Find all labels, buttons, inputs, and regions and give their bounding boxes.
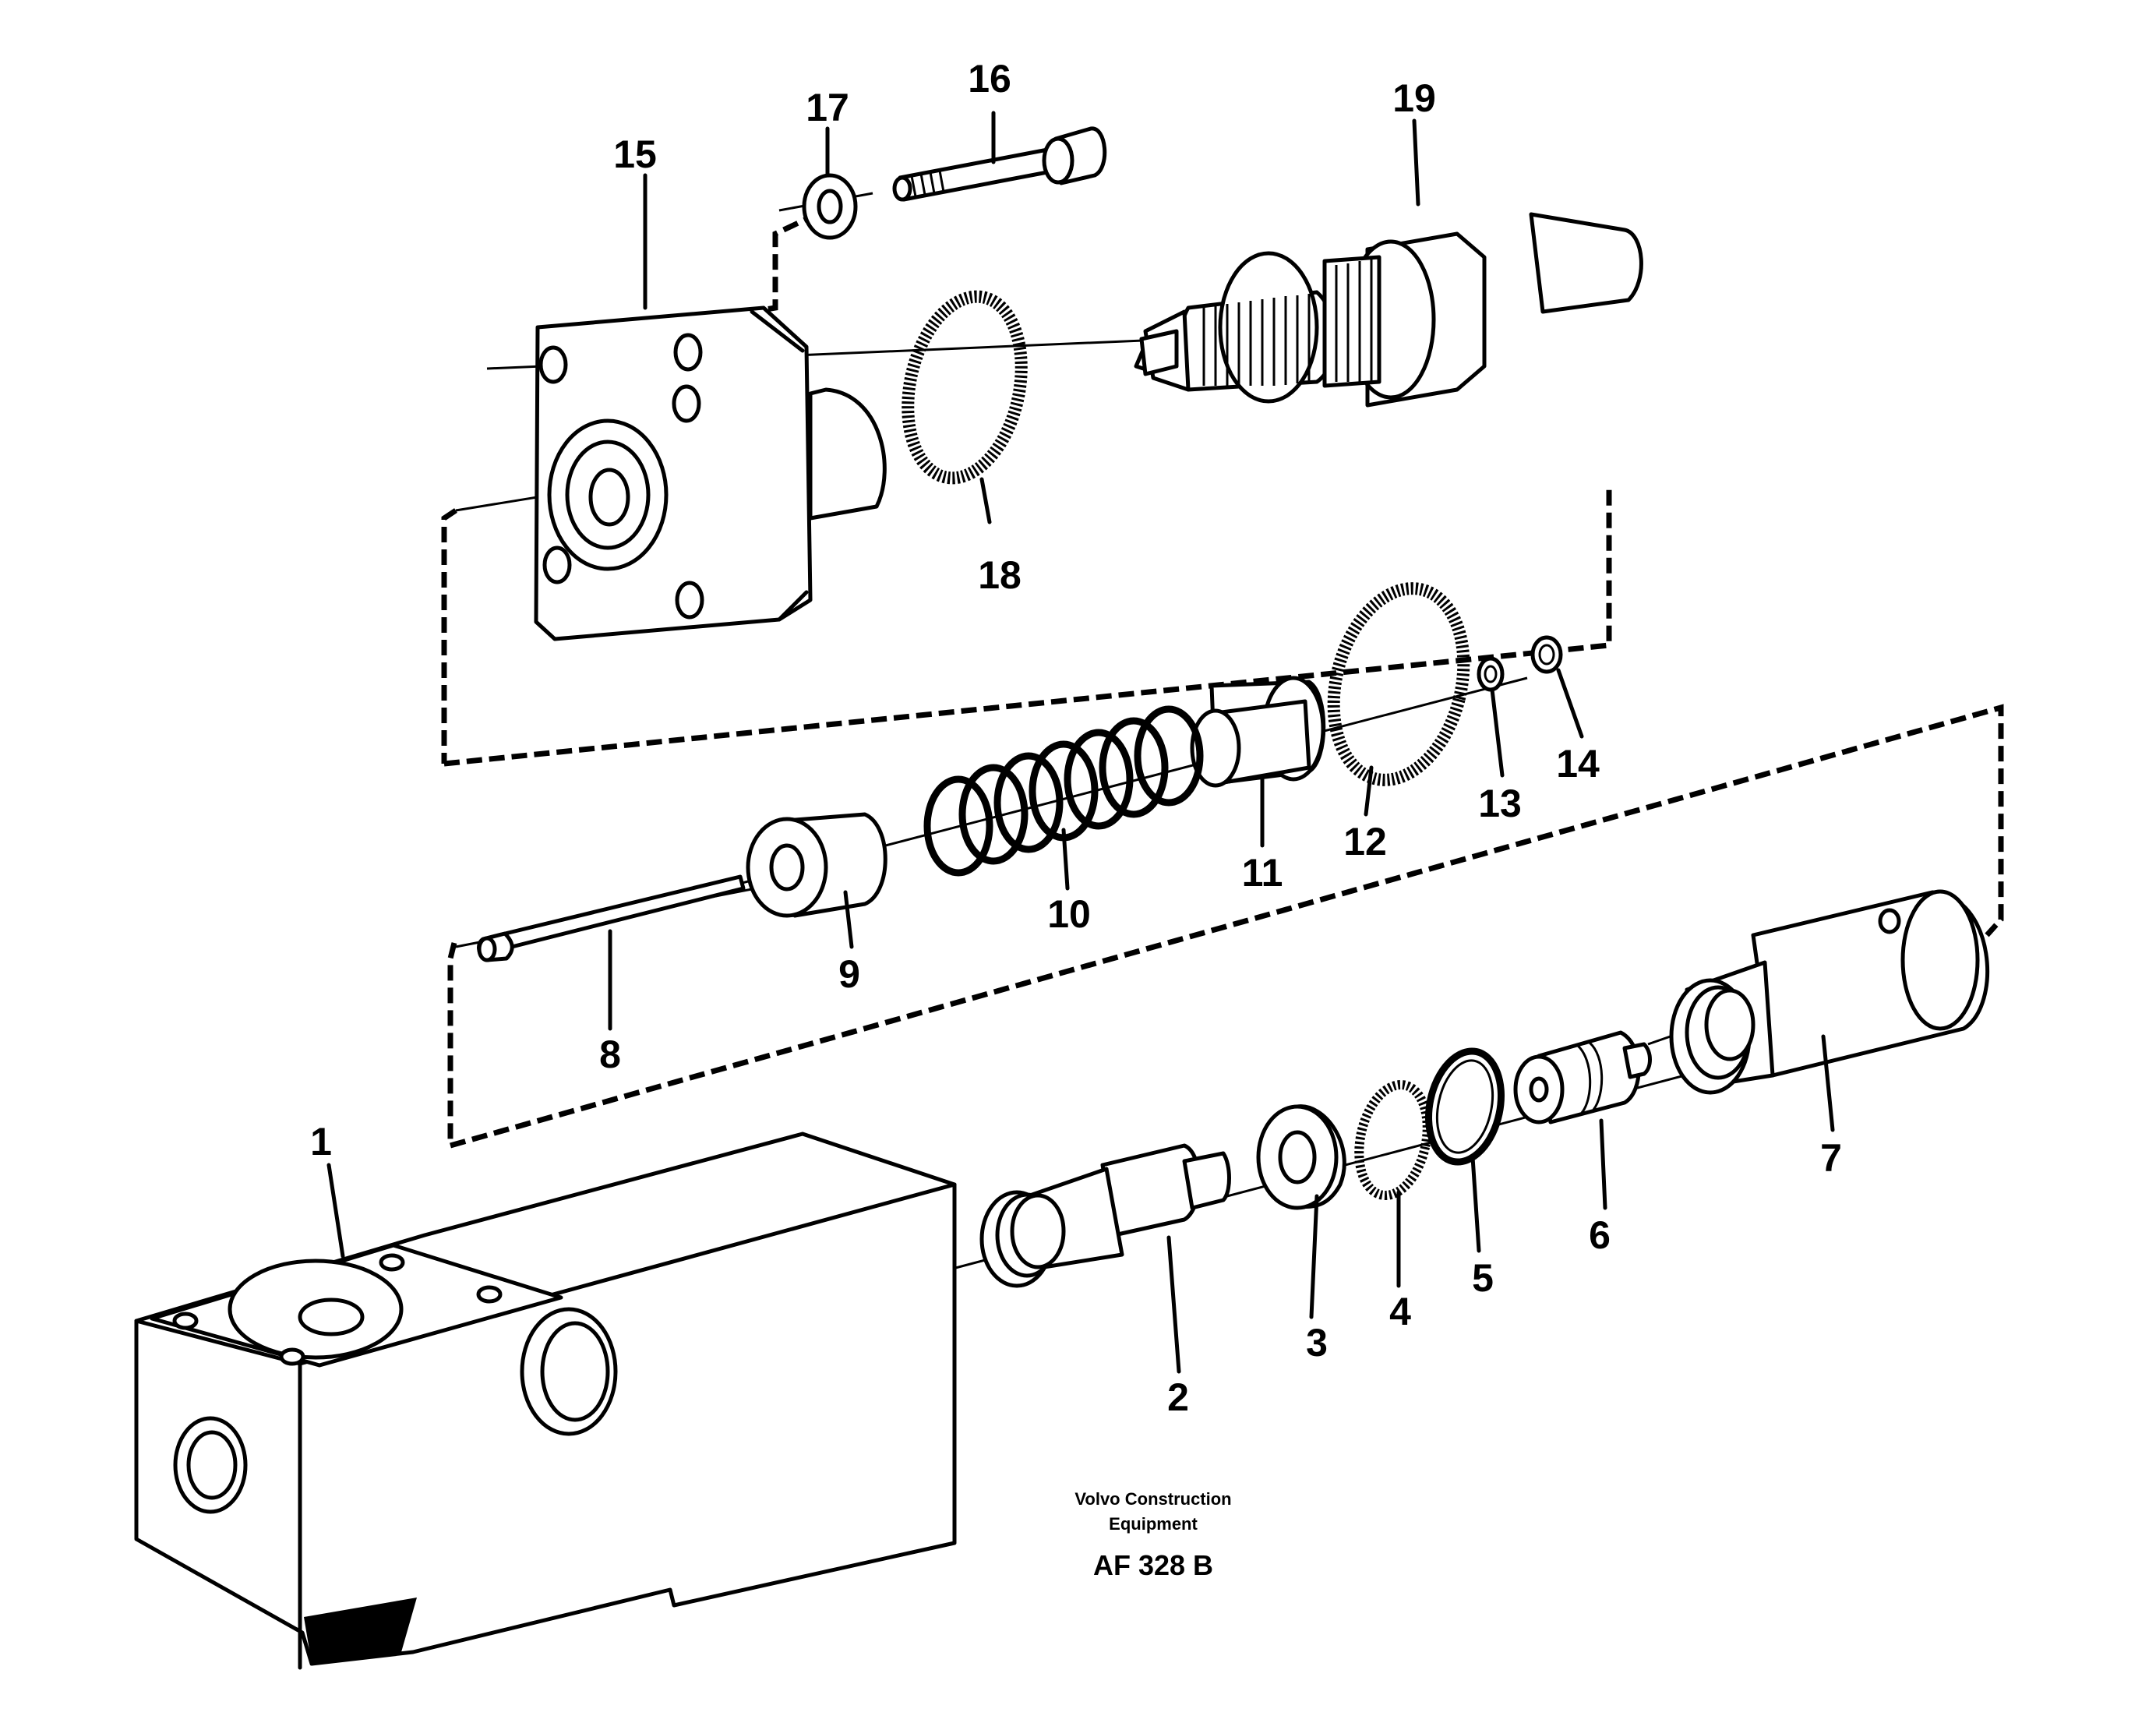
callout-11: 11 xyxy=(1242,851,1283,895)
publisher-line-2: Equipment xyxy=(1109,1514,1198,1534)
leader-frame-top xyxy=(751,210,820,315)
part-8-pin xyxy=(477,874,746,962)
leader-frame-middle xyxy=(447,704,2004,1149)
callout-5: 5 xyxy=(1472,1256,1494,1300)
callout-15: 15 xyxy=(613,132,657,176)
part-10-spring xyxy=(923,705,1204,877)
part-2-plunger xyxy=(979,1143,1231,1288)
leader-frame-upper xyxy=(441,483,1612,767)
part-3-washer xyxy=(1256,1104,1346,1210)
publisher-caption: Volvo Construction Equipment xyxy=(1036,1487,1270,1537)
part-7-valve-sleeve xyxy=(1669,889,1990,1095)
drawing-code: AF 328 B xyxy=(1092,1549,1214,1581)
callout-4: 4 xyxy=(1389,1290,1411,1333)
callout-12: 12 xyxy=(1343,820,1387,863)
callout-8: 8 xyxy=(599,1033,621,1076)
part-14-washer xyxy=(1530,635,1563,674)
callout-7: 7 xyxy=(1820,1136,1842,1180)
callout-9: 9 xyxy=(838,952,860,996)
part-19-pressure-switch xyxy=(1134,212,1643,408)
part-16-screw xyxy=(892,126,1107,202)
callout-13: 13 xyxy=(1478,782,1522,825)
part-12-gasket xyxy=(1327,582,1470,786)
callout-18: 18 xyxy=(978,553,1022,597)
part-5-o-ring xyxy=(1425,1047,1505,1166)
part-9-sleeve xyxy=(746,812,887,918)
callout-1: 1 xyxy=(310,1120,332,1163)
part-4-gasket xyxy=(1354,1080,1432,1200)
publisher-line-1: Volvo Construction xyxy=(1074,1489,1232,1509)
part-11-spring-seat xyxy=(1190,676,1326,788)
callout-16: 16 xyxy=(968,57,1011,101)
part-18-gasket xyxy=(902,290,1028,485)
callout-10: 10 xyxy=(1047,892,1091,936)
callout-17: 17 xyxy=(806,86,849,129)
part-17-washer xyxy=(802,173,858,240)
part-15-cover-flange xyxy=(534,305,887,641)
callout-6: 6 xyxy=(1589,1213,1611,1257)
callout-3: 3 xyxy=(1306,1321,1328,1365)
part-1-valve-housing xyxy=(134,1132,957,1670)
callout-14: 14 xyxy=(1556,742,1600,786)
part-6-piston xyxy=(1513,1030,1652,1124)
callout-leaders xyxy=(326,111,1835,1374)
callout-19: 19 xyxy=(1392,76,1436,120)
callout-2: 2 xyxy=(1167,1375,1189,1419)
callout-numbers: 1 2 3 4 5 6 7 8 9 10 11 12 13 14 15 16 1… xyxy=(310,57,1842,1419)
part-13-ring xyxy=(1477,656,1505,692)
